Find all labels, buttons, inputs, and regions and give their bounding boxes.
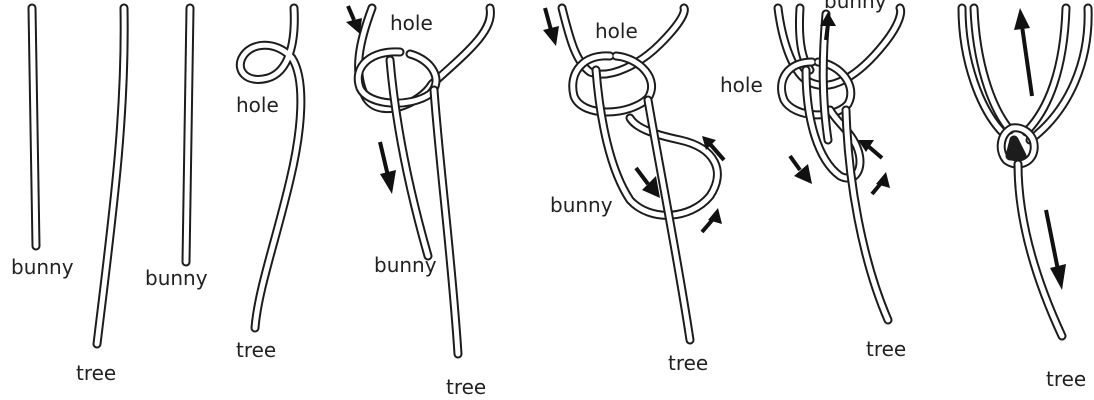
arrow-down-left	[346, 6, 362, 34]
arrow-up-right-lower	[872, 172, 890, 194]
arrow-up-top	[1014, 8, 1032, 96]
panel-4: hole bunny tree	[543, 8, 724, 375]
label-bunny: bunny	[145, 266, 208, 290]
label-bunny: bunny	[374, 253, 437, 277]
label-tree: tree	[866, 337, 906, 361]
label-bunny: bunny	[550, 193, 613, 217]
label-hole: hole	[720, 73, 763, 97]
rope-tree-end	[434, 90, 458, 354]
panel-6: tree	[962, 8, 1088, 391]
label-hole: hole	[595, 19, 638, 43]
label-tree: tree	[1046, 367, 1086, 391]
arrow-up-right-lower	[702, 208, 722, 232]
label-tree: tree	[668, 351, 708, 375]
knot	[1001, 128, 1034, 164]
label-hole: hole	[236, 93, 279, 117]
rope-bunny-end	[186, 8, 190, 262]
label-tree: tree	[76, 361, 116, 385]
label-hole: hole	[390, 11, 433, 35]
panel-3: hole bunny tree	[346, 6, 490, 399]
rope-tree-end	[97, 8, 124, 344]
arrow-down-left	[790, 156, 812, 184]
rope-small-hole	[573, 56, 652, 112]
panel-1: bunny tree	[11, 8, 124, 385]
label-bunny: bunny	[11, 255, 74, 279]
panel-2: bunny hole tree	[145, 8, 301, 362]
label-tree: tree	[236, 338, 276, 362]
arrow-down-bottom	[1046, 210, 1066, 290]
arrow-down-left	[543, 8, 559, 46]
label-tree: tree	[446, 375, 486, 399]
arrow-down-inner	[636, 168, 660, 198]
rope-bunny-end	[32, 8, 36, 246]
panel-5: bunny hole tree	[720, 0, 906, 361]
label-bunny-top: bunny	[824, 0, 887, 13]
rope-loop-standing-part	[240, 8, 301, 328]
arrow-down-bunny	[380, 142, 396, 194]
